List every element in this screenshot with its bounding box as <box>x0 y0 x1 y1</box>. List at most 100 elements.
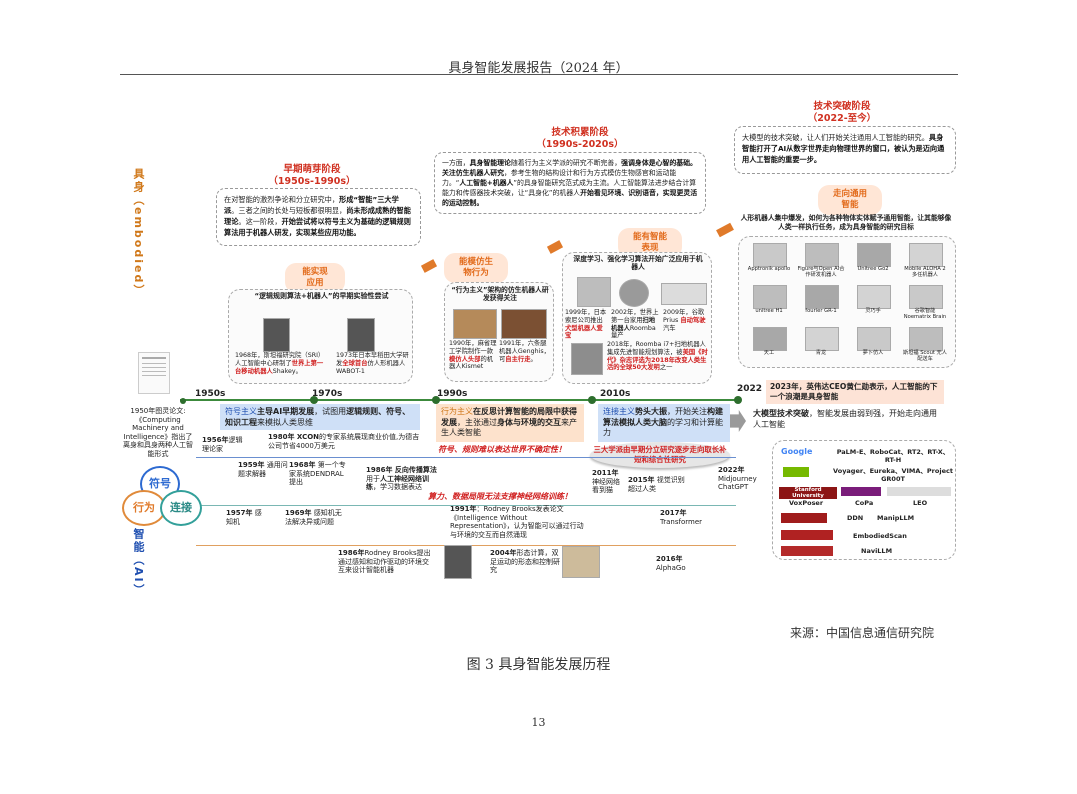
kismet-caption: 1990年，麻省理工学院制作一款模仿人头部的机器人Kismet <box>449 340 497 371</box>
side-label-embodied: 具身（embodied） <box>132 168 145 298</box>
kismet-photo <box>453 309 497 339</box>
symbolism-band: 符号主义主导AI早期发展，试图用逻辑规则、符号、知识工程来模拟人类思维 <box>220 404 420 430</box>
event-1991-brooks: 1991年：Rodney Brooks发表论文《Intelligence Wit… <box>450 505 584 539</box>
robot-photo <box>805 243 839 267</box>
stage1-image-panel: “逻辑规则算法+机器人”的早期实验性尝试 1968年，斯坦福研究院（SRI）人工… <box>228 289 413 384</box>
roomba-caption: 2002年，世界上第一台家用扫地机器人Roomba量产 <box>611 309 659 340</box>
timeline-axis <box>180 399 740 401</box>
robot-caption: 斯坦福 Scout 无人配送车 <box>903 350 947 363</box>
stage2-panel1-title: “行为主义”架构的仿生机器人研发获得关注 <box>451 286 549 302</box>
robot-caption: Apptronik apollo <box>747 266 791 272</box>
shakey-caption: 1968年，斯坦福研究院（SRI）人工智能中心研制了世界上第一台移动机器人Sha… <box>235 352 325 375</box>
model-leo: LEO <box>913 499 928 507</box>
model-embodiedscan: EmbodiedScan <box>853 532 907 540</box>
stage2-panel-1: “行为主义”架构的仿生机器人研发获得关注 1990年，麻省理工学院制作一款模仿人… <box>444 282 554 382</box>
stage2-badge-1: 能模仿生 物行为 <box>444 253 508 283</box>
brooks-photo <box>444 545 472 579</box>
models-google: PaLM-E、RoboCat、RT2、RT-X、RT-H <box>836 448 950 464</box>
turing-1950-note: 1950年图灵论文:《Computing Machinery and Intel… <box>123 407 193 458</box>
roomba-photo <box>619 279 649 307</box>
stage1-panel-title: “逻辑规则算法+机器人”的早期实验性尝试 <box>254 292 389 300</box>
event-1957: 1957年 感知机 <box>226 509 262 526</box>
connect-branch-line <box>196 505 736 506</box>
decade-1970s: 1970s <box>312 389 343 399</box>
model-ddn: DDN <box>847 514 864 522</box>
robot-photo <box>753 243 787 267</box>
roomba-i7-photo <box>571 343 603 375</box>
shakey-photo <box>263 318 290 352</box>
event-2017: 2017年 Transformer <box>660 509 703 526</box>
decade-2010s: 2010s <box>600 389 631 399</box>
stage3-description: 大模型的技术突破，让人们开始关注通用人工智能的研究。具身智能打开了AI从数字世界… <box>734 126 956 174</box>
event-1968: 1968年 第一个专家系统DENDRAL提出 <box>289 461 346 486</box>
dot-1990s <box>432 396 440 404</box>
model-voxposer: VoxPoser <box>789 499 824 507</box>
robot-photo <box>909 327 943 351</box>
stage1-title: 早期萌芽阶段（1950s-1990s） <box>268 164 356 187</box>
header-rule <box>120 74 958 75</box>
event-2023-nvidia: 2023年，英伟达CEO黄仁勋表示，人工智能的下一个浪潮是具身智能 <box>766 380 944 404</box>
event-1969: 1969年 感知机无法解决异或问题 <box>285 509 342 526</box>
event-1980: 1980年 XCON的专家系统展现商业价值,为德吉公司节省4000万美元 <box>268 433 420 450</box>
event-2004: 2004年形态计算，双足运动的形态和控制研究 <box>490 549 560 574</box>
school-connect-circle: 连接 <box>160 490 202 526</box>
turing-paper-thumbnail <box>138 352 170 394</box>
figure-caption: 图 3 具身智能发展历程 <box>466 657 611 673</box>
three-schools-merge-note: 三大学派由早期分立研究逐步走向取长补短和综合性研究 <box>590 442 730 468</box>
robot-caption: Figure与Open AI合作研发机器人 <box>797 266 845 279</box>
arrow-to-bigmodel <box>730 410 746 432</box>
robot-caption: 夢卜仿人 <box>862 350 884 356</box>
warning-compute: 算力、数据局限无法支撑神经网络训练！ <box>428 492 572 501</box>
warning-symbolism: 符号、规则难以表达世界不确定性！ <box>438 445 566 454</box>
robot-caption: Mobile ALOHA 2 多任机器人 <box>904 266 946 279</box>
prius-caption: 2009年，谷歌Prius 自动驾驶汽车 <box>663 309 706 332</box>
stage2-panel2-title: 深度学习、强化学习算法开始广泛应用于机器人 <box>573 255 703 271</box>
event-1956: 1956年逻辑理论家 <box>202 436 243 453</box>
genghis-photo <box>501 309 547 339</box>
robot-caption: unitree H1 <box>755 308 783 314</box>
google-logo: Google <box>781 447 813 456</box>
stage2-description: 一方面，具身智能理论随着行为主义学派的研究不断完善，强调身体是心智的基础。关注仿… <box>434 152 706 214</box>
connectionism-band: 连接主义势头大振，开始关注构建算法模拟人类大脑的学习和计算能力 <box>598 404 730 442</box>
robot-photo <box>857 327 891 351</box>
event-2022-chatgpt: 2022年 Midjourney ChatGPT <box>718 466 757 491</box>
event-2011: 2011年 神经网络看到猫 <box>592 469 620 494</box>
tsinghua-logo <box>841 487 881 496</box>
big-model-note: 大模型技术突破，智能发展由弱到强，开始走向通用人工智能 <box>753 409 937 429</box>
event-1959: 1959年 通用问题求解器 <box>238 461 288 478</box>
robot-photo <box>909 285 943 309</box>
arrow-3 <box>716 222 734 238</box>
genghis-caption: 1991年，六条腿机器人Genghis，可自主行走。 <box>499 340 550 363</box>
robot-photo <box>909 243 943 267</box>
page-header: 具身智能发展报告（2024 年） <box>448 61 629 76</box>
robot-caption: 天工 <box>763 350 775 356</box>
model-navillm: NaviLLM <box>861 547 893 555</box>
robot-caption: 青龙 <box>815 350 827 356</box>
nvidia-logo <box>783 467 809 477</box>
model-manipllm: ManipLLM <box>877 514 915 522</box>
robot-photo <box>857 243 891 267</box>
wabot-caption: 1973年日本早稻田大学研发全球首台仿人形机器人WABOT-1 <box>336 352 409 375</box>
robot-caption: fourier GR-1 <box>805 308 837 314</box>
behaviorism-band: 行为主义在反思计算智能的局限中获得发展，主张通过身体与环境的交互来产生人类智能 <box>436 404 584 442</box>
decade-1990s: 1990s <box>437 389 468 399</box>
page-number: 13 <box>531 716 546 729</box>
decade-1950s: 1950s <box>195 389 226 399</box>
arrow-1 <box>420 259 438 273</box>
robot-photo <box>753 327 787 351</box>
robot-photo <box>857 285 891 309</box>
dot-2022 <box>734 396 742 404</box>
side-label-ai: 智能（AI） <box>132 528 145 597</box>
event-1986-brooks: 1986年Rodney Brooks提出通过感知和动作驱动的环境交互来设计智能机… <box>338 549 431 574</box>
robot-caption: 灵巧手 <box>865 308 881 314</box>
event-2016: 2016年 AlphaGo <box>656 555 686 572</box>
stage3-badge: 走向通用 智能 <box>818 185 882 215</box>
stage3-panel-title: 人形机器人集中爆发，如何为各种物体实体赋予通用智能，让其能够像人类一样执行任务，… <box>740 214 952 231</box>
biped-photo <box>562 546 600 578</box>
arrow-2 <box>546 240 564 254</box>
decade-2022: 2022 <box>737 384 763 394</box>
wabot-photo <box>347 318 375 352</box>
stanford-logo: Stanford University <box>779 487 837 499</box>
robot-caption: 谷歌智能 Noematrix Brain <box>903 308 947 321</box>
